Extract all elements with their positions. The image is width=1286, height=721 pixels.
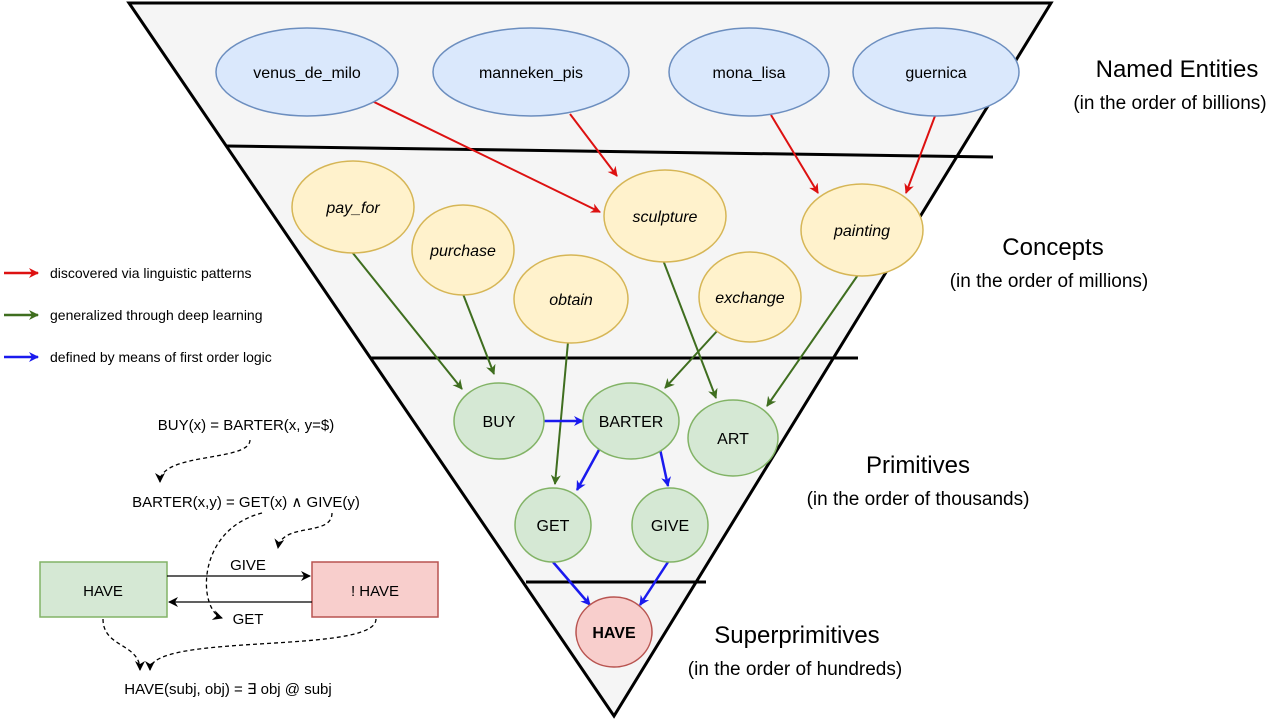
superprimitive-label: HAVE — [592, 625, 636, 642]
concept-nodes: pay_for purchase obtain sculpture exchan… — [291, 160, 924, 344]
arrow-manneken-sculpture — [569, 113, 618, 177]
concept-node: painting — [800, 183, 924, 277]
barter-formula: BARTER(x,y) = GET(x) ∧ GIVE(y) — [132, 494, 360, 511]
layer-title: Superprimitives — [714, 622, 879, 649]
concept-node: exchange — [698, 251, 802, 343]
concept-label: obtain — [549, 292, 593, 309]
primitive-node: GIVE — [631, 487, 709, 563]
arrow-barter-give — [658, 448, 671, 487]
arrow-guernica-painting — [904, 115, 936, 194]
concept-node: pay_for — [291, 160, 415, 254]
concept-label: painting — [833, 223, 890, 240]
arrow-get-have — [552, 561, 591, 606]
layer-labels: Named Entities (in the order of billions… — [688, 56, 1267, 680]
concept-node: obtain — [513, 254, 629, 344]
dashed-connector — [155, 439, 251, 483]
layer-title: Named Entities — [1096, 56, 1259, 83]
give-arrow-label: GIVE — [230, 557, 266, 574]
layer-subtitle: (in the order of thousands) — [807, 489, 1030, 510]
get-arrow-label: GET — [233, 611, 264, 628]
concept-label: exchange — [715, 290, 784, 307]
logic-definitions: BUY(x) = BARTER(x, y=$) BARTER(x,y) = GE… — [39, 417, 439, 698]
entity-node: guernica — [852, 27, 1020, 117]
legend-label: discovered via linguistic patterns — [50, 265, 252, 281]
primitive-node: GET — [514, 487, 592, 563]
entity-node: manneken_pis — [432, 27, 630, 117]
entity-label: guernica — [905, 65, 966, 82]
layer-divider-1 — [225, 144, 994, 159]
concept-node: purchase — [411, 204, 515, 296]
blue-arrows — [544, 416, 671, 606]
arrow-obtain-get — [550, 341, 569, 485]
layer-subtitle: (in the order of billions) — [1073, 93, 1266, 114]
primitive-label: GIVE — [651, 518, 689, 535]
primitive-node: BARTER — [582, 382, 680, 460]
dashed-connector — [205, 512, 263, 620]
concept-label: pay_for — [325, 200, 380, 217]
red-arrows — [369, 99, 936, 213]
arrow-venus-sculpture — [369, 99, 601, 213]
primitive-node: ART — [687, 399, 779, 477]
dashed-connector — [145, 618, 377, 671]
have-formula: HAVE(subj, obj) = ∃ obj @ subj — [124, 681, 331, 698]
concept-label: purchase — [429, 243, 496, 260]
legend: discovered via linguistic patterns gener… — [4, 265, 272, 365]
arrow-painting-art — [766, 271, 861, 407]
entity-node: mona_lisa — [668, 27, 830, 117]
primitive-label: ART — [717, 431, 749, 448]
primitive-label: BARTER — [599, 414, 664, 431]
arrow-exchange-barter — [664, 329, 719, 389]
arrow-purchase-buy — [462, 293, 496, 375]
not-have-box-label: ! HAVE — [351, 583, 399, 600]
superprimitive-node: HAVE — [575, 596, 653, 668]
arrow-mona-painting — [770, 114, 819, 194]
have-box-label: HAVE — [83, 583, 123, 600]
dashed-connector — [102, 618, 145, 671]
concept-node: sculpture — [603, 169, 727, 263]
entity-node: venus_de_milo — [215, 27, 399, 117]
not-have-box — [311, 561, 439, 618]
primitive-label: BUY — [483, 414, 516, 431]
arrow-barter-get — [575, 447, 602, 491]
buy-formula: BUY(x) = BARTER(x, y=$) — [158, 417, 334, 434]
arrow-payfor-buy — [351, 251, 463, 390]
dashed-connector — [274, 512, 333, 549]
layer-subtitle: (in the order of millions) — [950, 271, 1149, 292]
layer-title: Concepts — [1002, 234, 1103, 261]
entity-nodes: venus_de_milo manneken_pis mona_lisa gue… — [215, 27, 1020, 117]
green-arrows — [351, 251, 861, 485]
primitive-nodes: BUY BARTER ART GET GIVE — [453, 382, 779, 563]
entity-label: mona_lisa — [713, 65, 786, 82]
entity-label: manneken_pis — [479, 65, 583, 82]
primitive-node: BUY — [453, 382, 545, 460]
layer-subtitle: (in the order of hundreds) — [688, 659, 902, 680]
concept-label: sculpture — [633, 209, 698, 226]
arrow-give-have — [638, 561, 670, 606]
legend-label: generalized through deep learning — [50, 307, 263, 323]
arrow-sculpture-art — [662, 259, 718, 399]
layer-title: Primitives — [866, 452, 970, 479]
primitive-label: GET — [537, 518, 570, 535]
legend-label: defined by means of first order logic — [50, 349, 272, 365]
have-box — [39, 561, 168, 618]
entity-label: venus_de_milo — [253, 65, 361, 82]
